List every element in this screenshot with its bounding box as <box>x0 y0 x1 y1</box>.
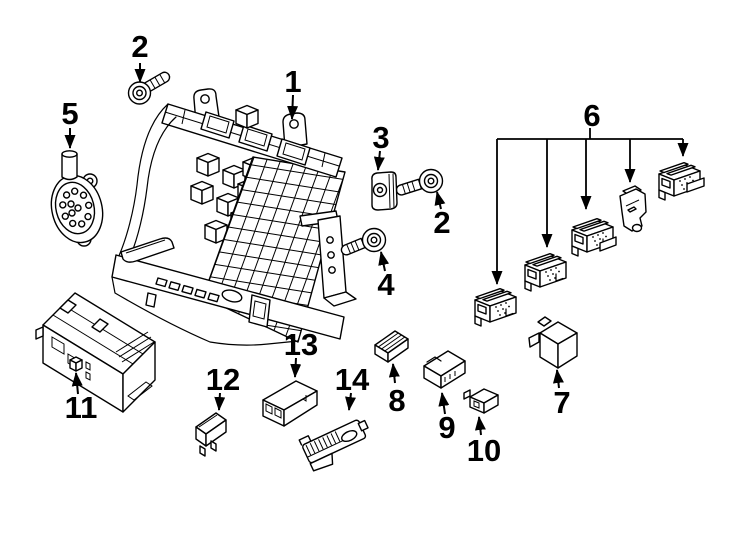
callout-arrow-1 <box>287 94 299 120</box>
part-2-screw-right <box>395 168 444 196</box>
callout-label-1: 1 <box>284 64 301 99</box>
callout-label-12: 12 <box>206 362 240 397</box>
part-2-screw-top <box>127 71 171 105</box>
callout-label-4: 4 <box>377 267 395 302</box>
callout-6-bracket <box>491 128 689 285</box>
buzzer-holes <box>59 187 93 228</box>
callout-label-7: 7 <box>553 385 570 420</box>
side-bracket <box>299 210 357 307</box>
part-6-connector-a <box>474 288 517 327</box>
callout-label-10: 10 <box>467 433 501 468</box>
part-1-fuse-box-housing <box>111 88 357 346</box>
callout-label-2-right: 2 <box>433 205 450 240</box>
callout-label-11: 11 <box>65 390 98 425</box>
callout-label-6: 6 <box>583 98 600 133</box>
callout-arrow-13 <box>290 357 302 378</box>
part-6-connector-c <box>571 217 614 257</box>
relay-sockets <box>200 104 311 166</box>
part-4-screw <box>340 227 387 256</box>
callout-label-5: 5 <box>61 96 78 131</box>
part-13-connector <box>262 380 318 427</box>
callout-arrow-14 <box>345 392 356 411</box>
callout-labels: 1 2 2 3 4 5 6 7 8 9 10 11 12 13 14 <box>61 29 600 468</box>
part-8-connector <box>374 330 409 363</box>
bottom-tray <box>111 254 345 340</box>
part-3-clip-nut <box>371 171 398 211</box>
callout-label-9: 9 <box>438 410 455 445</box>
callout-arrow-10 <box>474 416 486 436</box>
callout-arrow-4 <box>378 251 390 272</box>
part-6-connector-b <box>524 252 567 292</box>
part-12-fuse <box>195 412 227 457</box>
callout-label-8: 8 <box>388 383 405 418</box>
callout-arrow-9 <box>438 392 450 415</box>
handle-flap <box>120 237 175 263</box>
callout-arrow-2-right <box>434 191 446 210</box>
part-6-connector-group <box>474 161 705 327</box>
callout-label-2-top: 2 <box>131 29 148 64</box>
callout-arrows <box>64 63 564 436</box>
callout-label-14: 14 <box>335 362 370 397</box>
callout-label-3: 3 <box>372 120 389 155</box>
part-10-connector <box>463 388 499 414</box>
part-5-buzzer <box>50 150 104 247</box>
part-9-connector <box>423 350 466 389</box>
part-6-connector-d <box>619 185 647 233</box>
part-11-control-module <box>35 292 156 413</box>
callout-arrow-7 <box>552 369 564 389</box>
callout-label-13: 13 <box>284 327 318 362</box>
callout-arrow-12 <box>214 392 226 411</box>
part-14-connector-strip <box>298 419 369 472</box>
callout-arrow-11 <box>71 372 83 395</box>
part-7-relay <box>528 316 578 369</box>
callout-arrow-3 <box>373 150 385 171</box>
callout-arrow-8 <box>388 363 400 384</box>
